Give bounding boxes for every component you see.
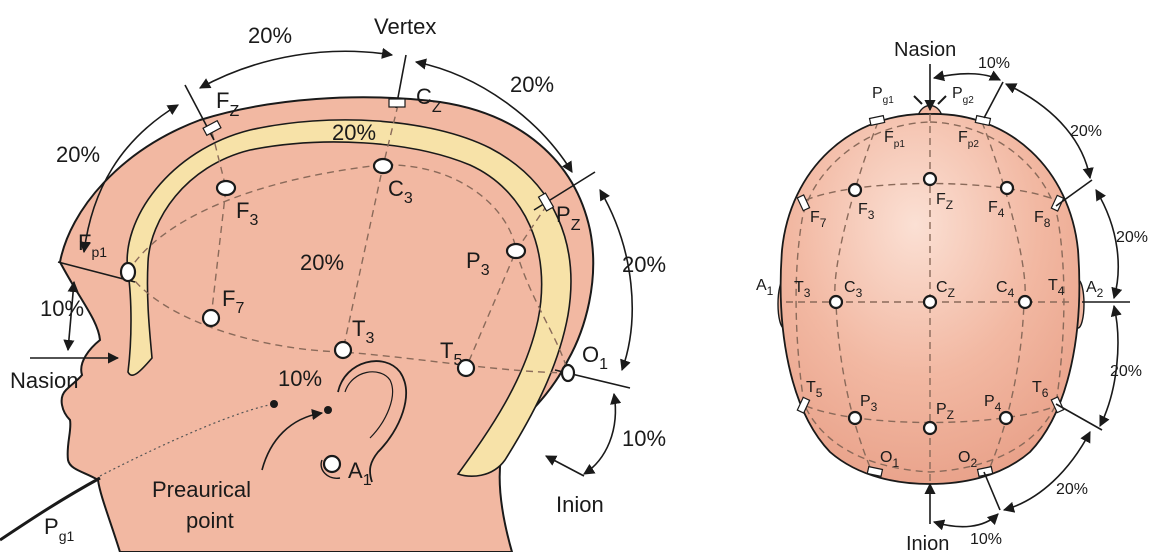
top-label-inion: Inion	[906, 533, 949, 552]
side-label-pct-top-left: 20%	[248, 23, 292, 48]
top-electrode-c3	[830, 296, 842, 308]
top-label-pct-r2: 20%	[1116, 229, 1148, 246]
top-label-a2: A2	[1086, 279, 1104, 300]
top-tick-t6-line	[1056, 404, 1102, 430]
side-dot-1	[270, 400, 278, 408]
side-electrode-t3	[335, 342, 351, 358]
top-electrode-p3	[849, 412, 861, 424]
side-label-vertex: Vertex	[374, 14, 436, 39]
side-arrow-top-left	[200, 51, 392, 88]
side-label-pct-inner-mid: 20%	[300, 250, 344, 275]
top-label-pct-r3: 20%	[1110, 363, 1142, 380]
top-label-pct-r4: 20%	[1056, 481, 1088, 498]
top-electrode-c4	[1019, 296, 1031, 308]
top-electrode-pz	[924, 422, 936, 434]
side-label-pct-ear: 10%	[278, 366, 322, 391]
side-label-pct-right: 20%	[622, 252, 666, 277]
side-arrow-back-10	[584, 394, 615, 474]
side-electrode-a1	[324, 456, 340, 472]
top-electrode-p4	[1000, 412, 1012, 424]
top-arrow-r2	[1096, 190, 1118, 298]
side-label-pct-left: 20%	[56, 142, 100, 167]
side-electrode-p3	[507, 244, 525, 258]
top-electrode-fz	[924, 173, 936, 185]
side-pad-cz	[389, 99, 405, 107]
side-electrode-f7	[203, 310, 219, 326]
side-view: Vertex 20% 20% 20% 20% 20% 20% 10% 10% 1…	[0, 14, 666, 552]
top-label-nasion: Nasion	[894, 39, 956, 61]
top-arrow-bottom-10	[934, 514, 998, 527]
top-tick-pz-line	[984, 82, 1003, 118]
top-label-pct-top: 10%	[978, 55, 1010, 72]
top-label-pct-bottom: 10%	[970, 531, 1002, 548]
side-label-inion: Inion	[556, 492, 604, 517]
side-electrode-c3	[374, 159, 392, 173]
side-label-preauricular-2: point	[186, 508, 234, 533]
side-arrow-right	[600, 190, 632, 370]
side-label-nasion: Nasion	[10, 368, 78, 393]
side-label-o1: O1	[582, 342, 608, 373]
top-electrode-f3	[849, 184, 861, 196]
top-label-a1: A1	[756, 277, 774, 298]
side-dot-2	[324, 406, 332, 414]
side-label-pct-inner-top: 20%	[332, 120, 376, 145]
top-view: Nasion Inion 10% 10% 20% 20% 20% 20% Pg1…	[756, 39, 1148, 552]
side-label-pct-top-right: 20%	[510, 72, 554, 97]
side-electrode-f3	[217, 181, 235, 195]
top-tick-o2-line	[984, 472, 1000, 510]
side-electrode-o1	[562, 365, 574, 381]
top-arrow-top-10	[934, 74, 1000, 80]
side-arrow-inion	[546, 456, 584, 476]
side-label-pct-back-lower: 10%	[622, 426, 666, 451]
top-electrode-f4	[1001, 182, 1013, 194]
side-label-pct-front-lower: 10%	[40, 296, 84, 321]
side-label-preauricular-1: Preaurical	[152, 477, 251, 502]
side-electrode-fp1	[121, 263, 135, 281]
top-label-pg2: Pg2	[952, 85, 974, 106]
top-label-pct-r1: 20%	[1070, 123, 1102, 140]
top-electrode-cz	[924, 296, 936, 308]
top-label-pg1: Pg1	[872, 85, 894, 106]
side-label-pg1: Pg1	[44, 514, 74, 544]
